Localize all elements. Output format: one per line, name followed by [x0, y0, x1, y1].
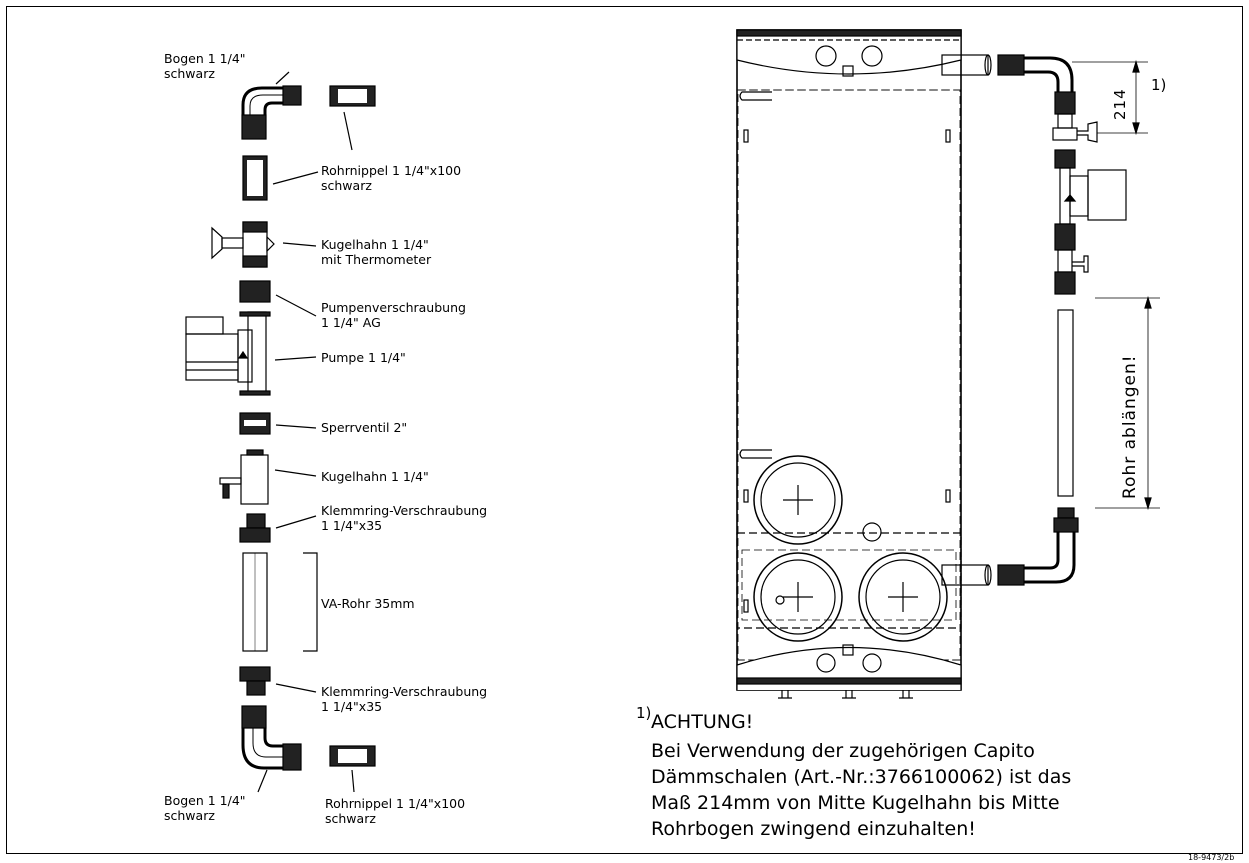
note-line-2: Dämmschalen (Art.-Nr.:3766100062) ist da… [651, 766, 1072, 788]
label-elbow-bottom: Bogen 1 1/4"schwarz [164, 793, 246, 823]
flange-upper [753, 455, 843, 545]
label-va-tube: VA-Rohr 35mm [321, 596, 415, 611]
flange-lower-left [753, 552, 843, 642]
dimension-214-value: 214 [1111, 88, 1129, 120]
compression-fitting-top-part [239, 513, 271, 543]
note-line-4: Rohrbogen zwingend einzuhalten! [651, 818, 976, 840]
label-ball-valve: Kugelhahn 1 1/4" [321, 469, 429, 484]
note-title: ACHTUNG! [651, 711, 754, 733]
compression-fitting-bottom-part [239, 666, 271, 696]
pump-coupling-part [239, 280, 271, 303]
dimension-cut-length [1095, 295, 1160, 511]
tube-to-cut [1057, 309, 1074, 497]
note-footnote-mark: 1) [636, 704, 652, 722]
note-line-1: Bei Verwendung der zugehörigen Capito [651, 740, 1035, 762]
ball-valve-thermometer-part [211, 221, 275, 268]
cut-tube-note: Rohr ablängen! [1120, 354, 1140, 499]
footnote-marker: 1) [1151, 76, 1167, 94]
label-shutoff-valve: Sperrventil 2" [321, 420, 408, 435]
bottom-connection-pipe [941, 507, 1079, 586]
pump-part [185, 311, 271, 396]
top-connection-pipe [941, 54, 1127, 295]
elbow-bottom-part [241, 705, 302, 771]
dimension-214 [1072, 59, 1148, 136]
elbow-top-part [241, 85, 302, 140]
drawing-frame [6, 6, 1243, 854]
flange-lower-right [858, 552, 948, 642]
label-ball-valve-thermometer: Kugelhahn 1 1/4"mit Thermometer [321, 237, 432, 267]
label-elbow-top: Bogen 1 1/4"schwarz [164, 51, 246, 81]
storage-tank [736, 29, 962, 699]
document-number: 18-9473/2b [1188, 853, 1235, 862]
label-pump: Pumpe 1 1/4" [321, 350, 406, 365]
ball-valve-part [219, 449, 269, 505]
note-line-3: Maß 214mm von Mitte Kugelhahn bis Mitte [651, 792, 1060, 814]
